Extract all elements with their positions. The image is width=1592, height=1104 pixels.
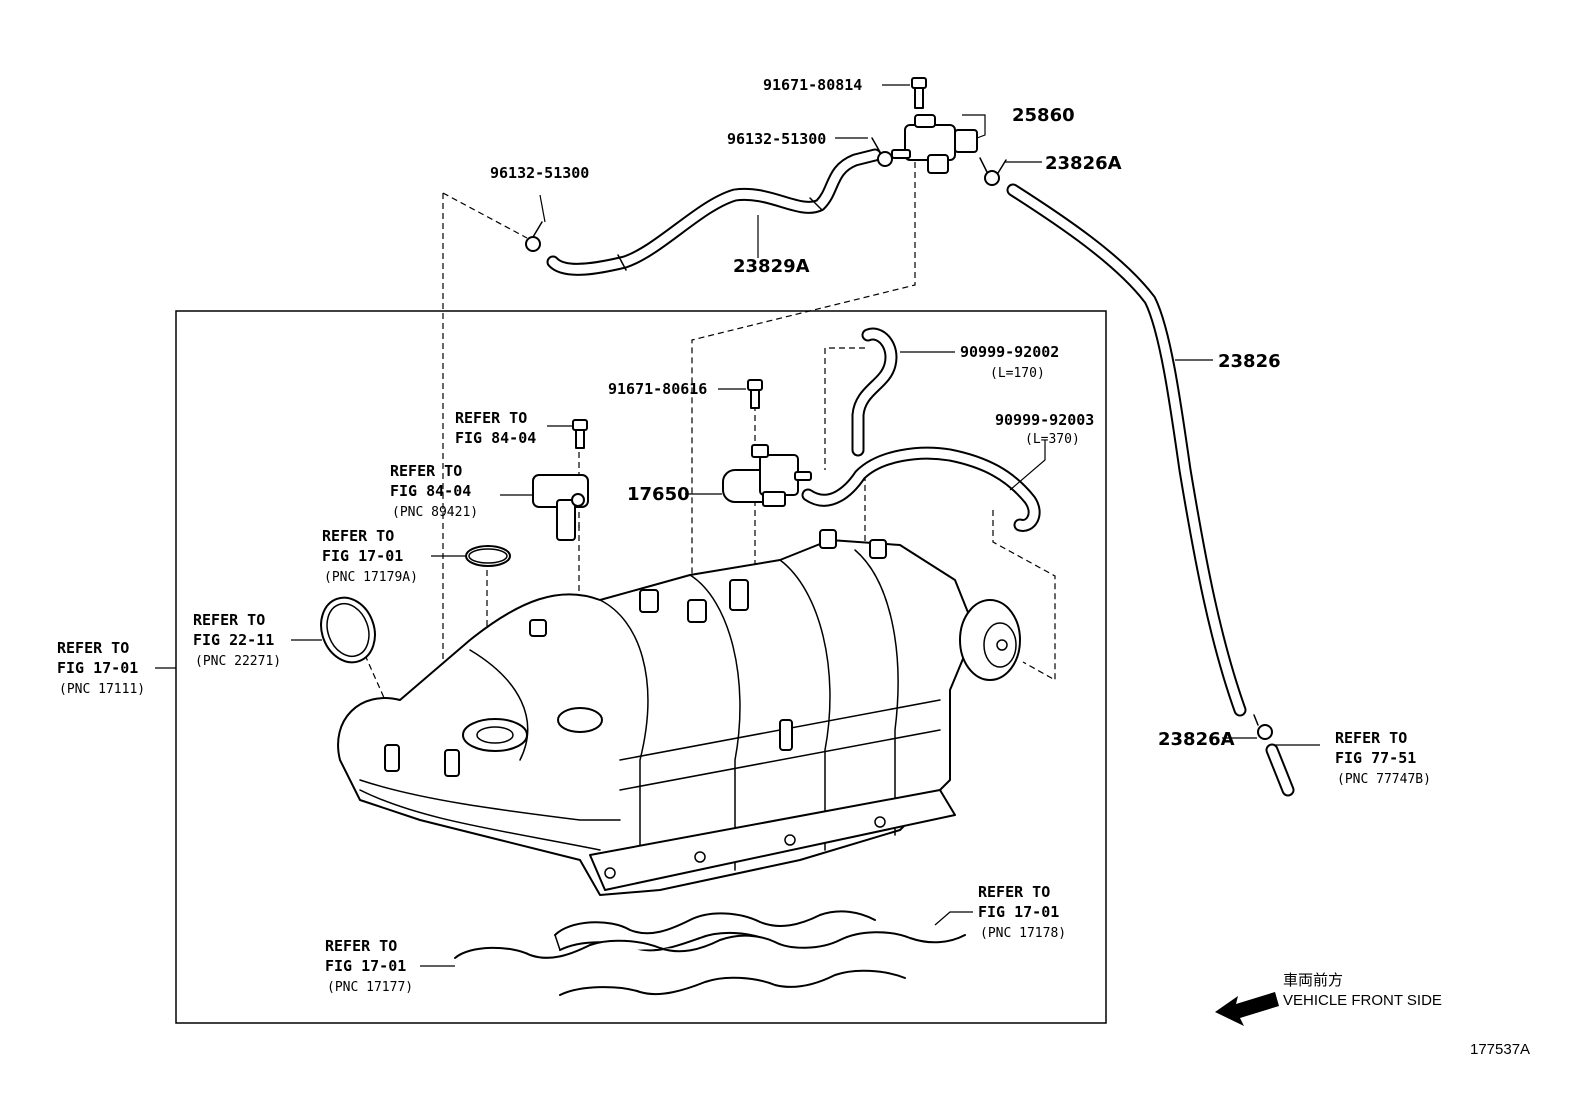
label-96132-51300-top: 96132-51300 [727, 130, 826, 148]
label-23826: 23826 [1218, 351, 1281, 372]
vsv-17650-icon [722, 444, 812, 507]
ref-fig: FIG 84-04 [390, 482, 471, 500]
ref-title: REFER TO [455, 409, 527, 427]
ref-fig-77-51: REFER TO FIG 77-51 (PNC 77747B) [1335, 729, 1431, 787]
label-23829A: 23829A [733, 256, 810, 277]
ref-pnc: (PNC 77747B) [1337, 772, 1431, 787]
label-23826A-top: 23826A [1045, 153, 1122, 174]
ref-fig: FIG 17-01 [322, 547, 403, 565]
ref-title: REFER TO [1335, 729, 1407, 747]
label-23826A-bottom: 23826A [1158, 729, 1235, 750]
direction-english: VEHICLE FRONT SIDE [1283, 992, 1442, 1009]
ref-fig: FIG 77-51 [1335, 749, 1416, 767]
throttle-gasket-22271-icon [320, 596, 376, 664]
ref-fig-84-04-bolt: REFER TO FIG 84-04 [455, 409, 536, 447]
clamp-icon-23826A-bottom [1253, 714, 1273, 740]
clamp-icon-top [871, 137, 893, 167]
intake-gasket-17177-icon [454, 931, 966, 996]
label-17650: 17650 [627, 484, 690, 505]
o-ring-17179A-icon [465, 545, 511, 567]
ref-pnc: (PNC 17178) [980, 926, 1066, 941]
intake-manifold-icon [337, 529, 1021, 896]
ref-title: REFER TO [322, 527, 394, 545]
ref-fig-17-01-gasket-lower: REFER TO FIG 17-01 (PNC 17177) [325, 937, 413, 995]
ref-fig: FIG 84-04 [455, 429, 536, 447]
label-91671-80814: 91671-80814 [763, 76, 862, 94]
direction-japanese: 車両前方 [1283, 972, 1343, 989]
leader-lines [155, 84, 1320, 967]
ref-fig-17-01-manifold: REFER TO FIG 17-01 (PNC 17111) [57, 639, 145, 697]
hose-23826 [1006, 183, 1247, 717]
ref-fig-17-01-oring: REFER TO FIG 17-01 (PNC 17179A) [322, 527, 418, 585]
label-96132-51300-left: 96132-51300 [490, 164, 589, 182]
ref-title: REFER TO [390, 462, 462, 480]
sensor-icon-89421 [532, 474, 589, 541]
ref-pnc: (PNC 17179A) [324, 570, 418, 585]
ref-title: REFER TO [193, 611, 265, 629]
label-25860: 25860 [1012, 105, 1075, 126]
hose-23829A [546, 148, 882, 276]
clamp-icon-left [525, 221, 543, 252]
label-90999-92003: 90999-92003 [995, 411, 1094, 429]
ref-fig-84-04-sensor: REFER TO FIG 84-04 (PNC 89421) [390, 462, 478, 520]
diagram-id: 177537A [1470, 1041, 1530, 1058]
ref-fig: FIG 22-11 [193, 631, 274, 649]
ref-pnc: (PNC 89421) [392, 505, 478, 520]
bolt-icon-91671-80814 [911, 77, 927, 109]
label-90999-92002-length: (L=170) [990, 366, 1045, 381]
ref-fig: FIG 17-01 [57, 659, 138, 677]
vehicle-front-indicator: 車両前方 VEHICLE FRONT SIDE [1215, 972, 1442, 1026]
hose-90999-92003 [801, 446, 1041, 532]
label-90999-92003-length: (L=370) [1025, 432, 1080, 447]
ref-title: REFER TO [978, 883, 1050, 901]
ref-title: REFER TO [57, 639, 129, 657]
clamp-icon-23826A-top [979, 157, 1007, 186]
ref-fig: FIG 17-01 [978, 903, 1059, 921]
ref-title: REFER TO [325, 937, 397, 955]
bolt-icon-sensor [572, 419, 588, 449]
ref-fig-17-01-gasket-upper: REFER TO FIG 17-01 (PNC 17178) [978, 883, 1066, 941]
hose-fitting-77747B [1265, 743, 1295, 797]
ref-pnc: (PNC 22271) [195, 654, 281, 669]
ref-pnc: (PNC 17111) [59, 682, 145, 697]
hose-90999-92002 [851, 327, 898, 457]
bolt-icon-91671-80616 [747, 379, 763, 409]
front-arrow-icon [1215, 992, 1279, 1026]
assembly-frame [175, 310, 1107, 1024]
ref-fig-22-11: REFER TO FIG 22-11 (PNC 22271) [193, 611, 281, 669]
label-90999-92002: 90999-92002 [960, 343, 1059, 361]
vsv-25860-icon [891, 114, 978, 174]
ref-fig: FIG 17-01 [325, 957, 406, 975]
label-91671-80616: 91671-80616 [608, 380, 707, 398]
ref-pnc: (PNC 17177) [327, 980, 413, 995]
